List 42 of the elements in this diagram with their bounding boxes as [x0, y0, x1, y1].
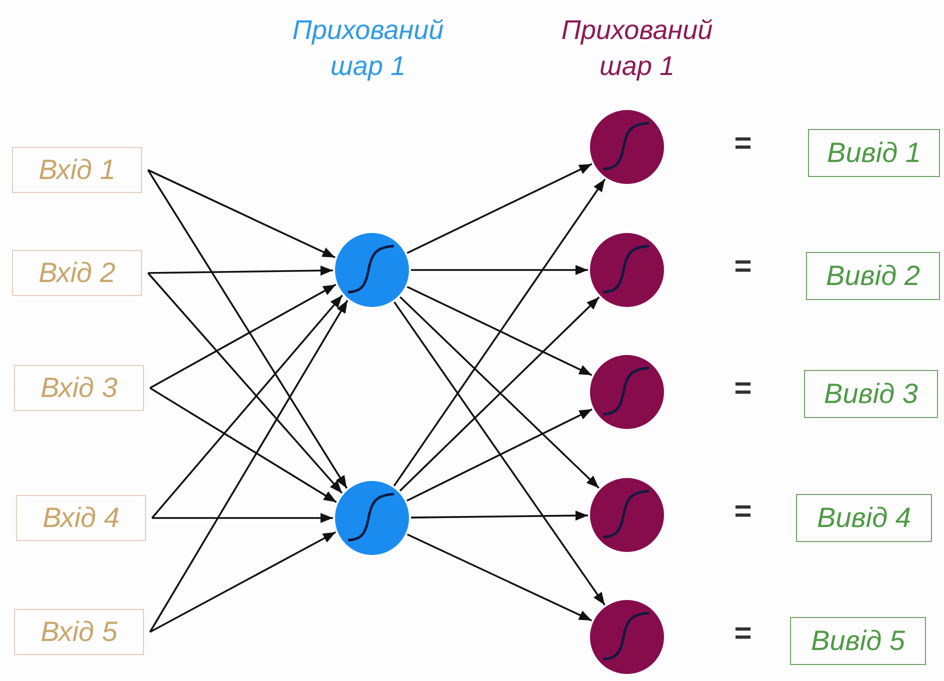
arrow — [406, 163, 592, 254]
equals-sign: = — [733, 126, 753, 162]
neuron-circle — [589, 354, 665, 430]
output-box: Вивід 1 — [808, 129, 940, 177]
output-box: Вивід 2 — [806, 252, 940, 300]
arrow — [152, 512, 333, 524]
arrow — [150, 284, 336, 389]
arrow — [393, 178, 606, 486]
layer-heading: Прихований шар 1 — [291, 14, 445, 83]
arrow — [411, 264, 588, 276]
input-box: Вхід 2 — [12, 250, 142, 296]
equals-sign: = — [733, 371, 753, 407]
neuron-circle — [589, 477, 665, 553]
output-box: Вивід 5 — [790, 617, 926, 665]
layer-heading: Прихований шар 1 — [560, 14, 714, 83]
arrow — [148, 266, 334, 276]
arrow — [149, 300, 348, 632]
output-box: Вивід 4 — [796, 494, 932, 542]
arrow — [148, 169, 336, 258]
neuron-circle — [589, 599, 665, 675]
input-box: Вхід 1 — [12, 147, 142, 193]
neuron-circle — [334, 232, 410, 308]
arrow — [394, 302, 606, 606]
arrow — [406, 534, 592, 622]
arrow — [147, 170, 348, 489]
arrow — [406, 408, 592, 502]
input-box: Вхід 4 — [16, 495, 146, 541]
arrow — [410, 510, 588, 521]
input-box: Вхід 5 — [14, 609, 144, 655]
equals-sign: = — [733, 249, 753, 285]
arrow — [151, 294, 343, 519]
arrow — [147, 272, 343, 494]
arrow — [406, 286, 592, 376]
output-box: Вивід 3 — [804, 370, 938, 418]
equals-sign: = — [733, 494, 753, 530]
neuron-circle — [589, 109, 665, 185]
arrow — [150, 387, 337, 503]
equals-sign: = — [733, 616, 753, 652]
arrow — [150, 531, 336, 633]
neuron-circle — [334, 480, 410, 556]
input-box: Вхід 3 — [14, 365, 144, 411]
neuron-circle — [589, 232, 665, 308]
